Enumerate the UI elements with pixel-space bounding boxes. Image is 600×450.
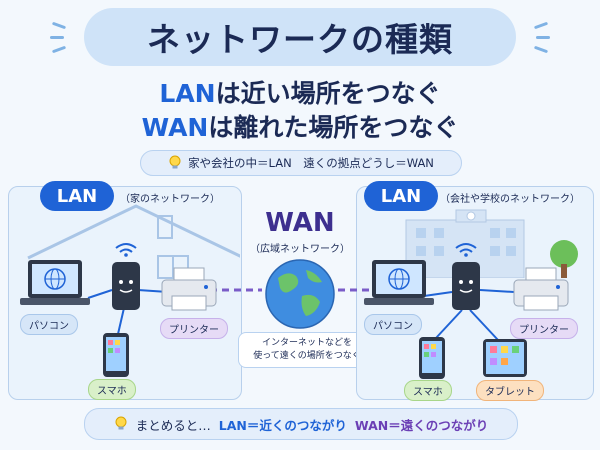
summary-wan: WAN＝遠くのつながり [354, 417, 489, 433]
hint-text: 家や会社の中＝LAN 遠くの拠点どうし＝WAN [188, 156, 434, 170]
lightbulb-icon [115, 416, 127, 430]
lan-office-subtitle: （会社や学校のネットワーク） [440, 194, 580, 205]
lan-office-tag: LAN [364, 181, 438, 211]
headline-lan-text: は近い場所をつなぐ [215, 79, 441, 108]
wan-subtitle: （広域ネットワーク） [250, 244, 350, 255]
hint-pill: 家や会社の中＝LAN 遠くの拠点どうし＝WAN [140, 150, 462, 176]
router-icon [452, 243, 480, 310]
headline-lan-term: LAN [159, 79, 216, 108]
page-title: ネットワークの種類 [147, 20, 453, 59]
headline-lan: LANは近い場所をつなぐ [0, 74, 600, 110]
summary-lan: LAN＝近くのつながり [218, 417, 347, 433]
smartphone-icon [103, 333, 129, 377]
home-printer-label: プリンター [160, 318, 228, 339]
lan-home-subtitle: （家のネットワーク） [120, 194, 220, 205]
printer-icon [513, 267, 569, 311]
home-phone-label: スマホ [88, 379, 136, 400]
office-printer-label: プリンター [510, 318, 578, 339]
sparkle-decoration [536, 36, 550, 39]
lightbulb-icon [169, 155, 181, 169]
headline-wan: WANは離れた場所をつなぐ [0, 108, 600, 144]
headline-wan-term: WAN [141, 113, 209, 142]
laptop-icon [364, 260, 434, 305]
wan-note-line1: インターネットなどを [261, 338, 352, 348]
summary-lead: まとめると… [135, 417, 211, 433]
smartphone-icon [419, 337, 445, 379]
office-pc-label: パソコン [364, 314, 422, 335]
laptop-icon [20, 260, 90, 305]
printer-icon [161, 267, 217, 311]
sparkle-decoration [50, 36, 64, 39]
summary-bar: まとめると… LAN＝近くのつながり WAN＝遠くのつながり [84, 408, 518, 440]
title-banner: ネットワークの種類 [84, 8, 516, 66]
house-outline [27, 204, 240, 279]
wan-title: WAN [265, 208, 335, 238]
home-pc-label: パソコン [20, 314, 78, 335]
headline-wan-text: は離れた場所をつなぐ [208, 113, 459, 142]
office-phone-label: スマホ [404, 380, 452, 401]
tablet-icon [483, 339, 527, 377]
globe-icon [265, 259, 335, 329]
wan-note: インターネットなどを 使って遠くの場所をつなぐ [238, 332, 376, 368]
office-tablet-label: タブレット [476, 380, 544, 401]
lan-home-tag: LAN [40, 181, 114, 211]
wan-note-line2: 使って遠くの場所をつなぐ [253, 351, 361, 361]
router-icon [112, 243, 140, 310]
